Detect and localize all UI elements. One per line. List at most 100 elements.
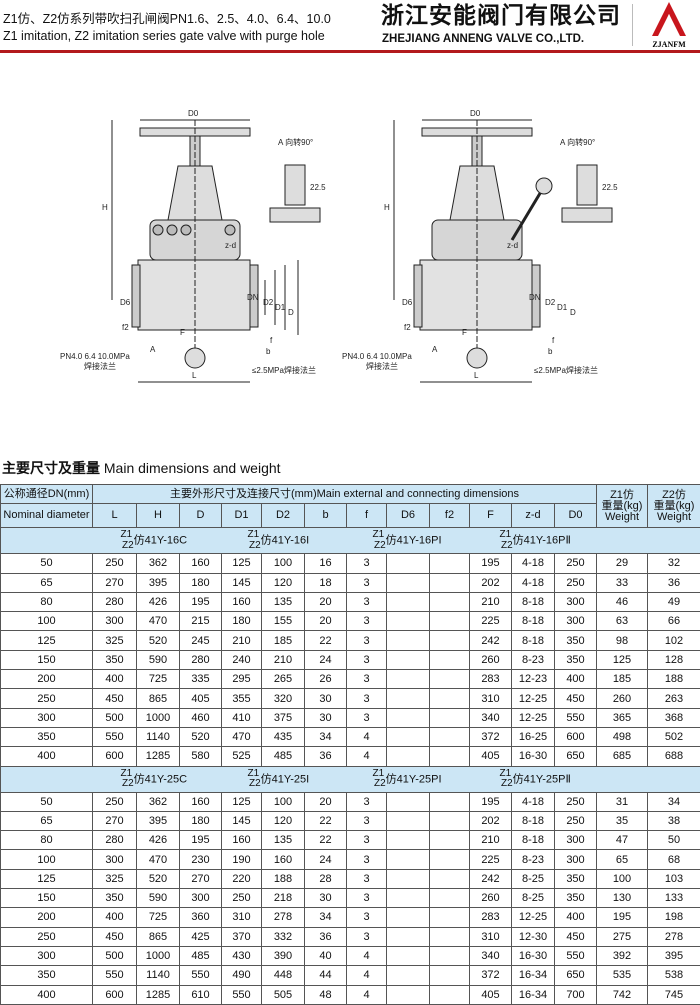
- svg-text:ZJANFM: ZJANFM: [652, 40, 686, 49]
- table-cell: 16-25: [512, 727, 555, 746]
- table-cell: 270: [180, 869, 222, 888]
- svg-text:D6: D6: [120, 298, 131, 307]
- table-cell: [430, 708, 470, 727]
- table-cell: 332: [262, 927, 305, 946]
- table-cell: 550: [222, 985, 262, 1004]
- table-cell: 1140: [137, 727, 180, 746]
- table-cell: 3: [347, 612, 387, 631]
- table-cell: 160: [180, 792, 222, 811]
- table-cell: 600: [555, 727, 597, 746]
- table-cell: 395: [137, 811, 180, 830]
- table-cell: [430, 869, 470, 888]
- table-cell: [387, 670, 430, 689]
- table-cell: 100: [597, 869, 648, 888]
- table-cell: 22: [305, 631, 347, 650]
- svg-text:L: L: [474, 371, 479, 380]
- table-cell: [430, 612, 470, 631]
- right-flange-note: ≤2.5MPa焊接法兰: [252, 366, 316, 375]
- table-cell: 550: [555, 946, 597, 965]
- column-header: f: [347, 504, 387, 528]
- table-cell: 372: [470, 727, 512, 746]
- table-cell: 185: [597, 670, 648, 689]
- svg-text:D1: D1: [557, 303, 568, 312]
- table-cell: 120: [262, 811, 305, 830]
- table-cell: 180: [222, 612, 262, 631]
- table-cell: 63: [597, 612, 648, 631]
- svg-text:f: f: [270, 336, 273, 345]
- table-cell: 4-18: [512, 573, 555, 592]
- table-cell: [430, 592, 470, 611]
- svg-text:D0: D0: [470, 109, 481, 118]
- table-cell: 150: [1, 889, 93, 908]
- svg-text:D2: D2: [545, 298, 556, 307]
- table-cell: 40: [305, 946, 347, 965]
- z1-weight-header: Z1仿重量(kg)Weight: [597, 485, 648, 528]
- table-cell: 283: [470, 908, 512, 927]
- table-cell: 550: [93, 966, 137, 985]
- nominal-diameter-header: 公称通径DN(mm): [1, 485, 93, 504]
- table-cell: 300: [555, 612, 597, 631]
- table-cell: 220: [222, 869, 262, 888]
- svg-text:f2: f2: [404, 323, 411, 332]
- table-cell: 300: [555, 831, 597, 850]
- table-cell: 38: [648, 811, 700, 830]
- table-cell: 135: [262, 831, 305, 850]
- table-cell: 12-23: [512, 670, 555, 689]
- table-cell: 500: [93, 708, 137, 727]
- svg-text:22.5: 22.5: [310, 183, 326, 192]
- table-cell: 49: [648, 592, 700, 611]
- table-cell: 372: [470, 966, 512, 985]
- table-cell: [430, 831, 470, 850]
- table-cell: 400: [1, 747, 93, 766]
- column-header: z-d: [512, 504, 555, 528]
- table-cell: 80: [1, 831, 93, 850]
- table-cell: 1285: [137, 985, 180, 1004]
- table-cell: 725: [137, 908, 180, 927]
- table-cell: 36: [648, 573, 700, 592]
- table-cell: 426: [137, 831, 180, 850]
- table-cell: 125: [222, 792, 262, 811]
- table-cell: 120: [262, 573, 305, 592]
- table-cell: 360: [180, 908, 222, 927]
- table-cell: 3: [347, 850, 387, 869]
- table-cell: 202: [470, 573, 512, 592]
- company-name-en: ZHEJIANG ANNENG VALVE CO.,LTD.: [382, 33, 584, 46]
- table-cell: 865: [137, 689, 180, 708]
- table-cell: 410: [222, 708, 262, 727]
- table-cell: 35: [597, 811, 648, 830]
- table-cell: 8-18: [512, 811, 555, 830]
- table-cell: 22: [305, 811, 347, 830]
- table-cell: 103: [648, 869, 700, 888]
- table-cell: [387, 792, 430, 811]
- table-cell: 47: [597, 831, 648, 850]
- table-cell: 400: [1, 985, 93, 1004]
- table-cell: 190: [222, 850, 262, 869]
- table-cell: 450: [93, 927, 137, 946]
- table-cell: 128: [648, 650, 700, 669]
- table-cell: [430, 889, 470, 908]
- column-header: D: [180, 504, 222, 528]
- table-cell: 12-25: [512, 689, 555, 708]
- table-cell: 350: [1, 966, 93, 985]
- table-cell: [430, 727, 470, 746]
- svg-text:D1: D1: [275, 303, 286, 312]
- table-cell: 195: [597, 908, 648, 927]
- table-cell: 133: [648, 889, 700, 908]
- table-cell: 50: [1, 554, 93, 573]
- table-cell: 12-25: [512, 708, 555, 727]
- table-cell: 1285: [137, 747, 180, 766]
- table-cell: 200: [1, 670, 93, 689]
- table-cell: 12-30: [512, 927, 555, 946]
- table-cell: 160: [222, 592, 262, 611]
- column-header: L: [93, 504, 137, 528]
- table-cell: 278: [262, 908, 305, 927]
- table-cell: 390: [262, 946, 305, 965]
- left-flange-note-type-2: 焊接法兰: [366, 362, 398, 371]
- table-cell: [430, 946, 470, 965]
